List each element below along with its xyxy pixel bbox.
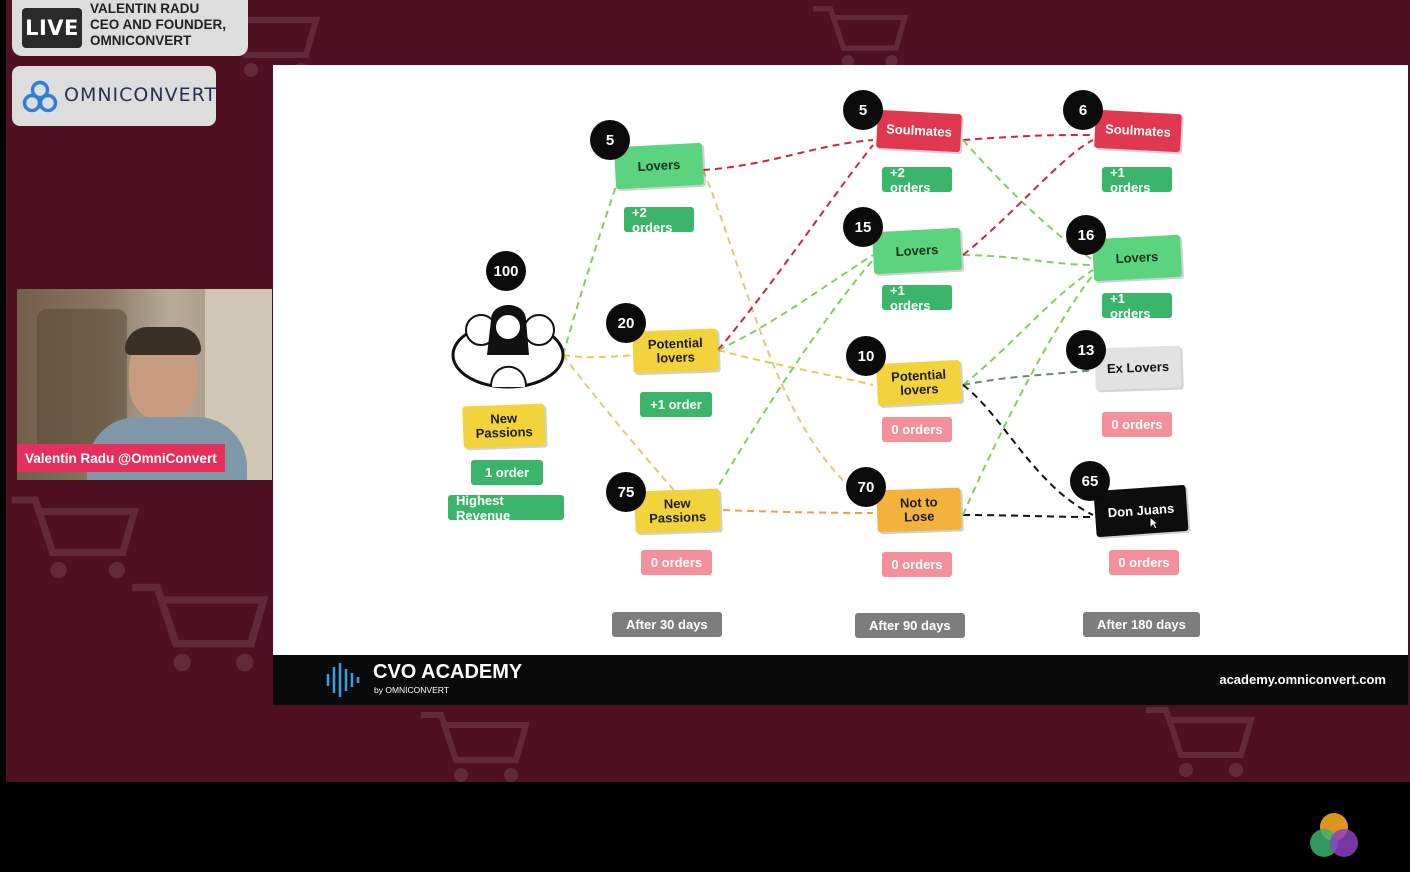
cart-pattern-icon [421, 712, 530, 782]
segment-card-nottolose-90: Not to Lose [876, 487, 962, 533]
orders-pill-soulmates-180: +1 orders [1102, 165, 1172, 195]
segment-card-newpassions-30: New Passions [634, 488, 721, 534]
connector-line [562, 354, 644, 359]
customer-flow-connections [562, 134, 1094, 518]
live-presenter-card: LIVE VALENTIN RADU CEO AND FOUNDER, OMNI… [12, 0, 248, 56]
connector-line [702, 139, 874, 171]
count-badge-lovers-30: 5 [590, 120, 630, 160]
segment-card-soulmates-180: Soulmates [1094, 109, 1182, 153]
segment-card-lovers-180: Lovers [1091, 234, 1183, 282]
connector-line [717, 349, 874, 386]
presenter-role: CEO AND FOUNDER, [90, 17, 227, 32]
orders-pill-start: 1 order [471, 460, 543, 485]
segment-card-exlovers-180: Ex Lovers [1094, 345, 1182, 391]
segment-label: Soulmates [885, 121, 953, 140]
presenter-webcam: Valentin Radu @OmniConvert [17, 289, 272, 480]
orders-pill-potential-90: 0 orders [882, 417, 952, 442]
academy-title: CVO ACADEMY [373, 661, 523, 683]
orders-pill-soulmates-90: +2 orders [882, 165, 952, 195]
live-badge: LIVE [22, 8, 82, 48]
presenter-title: VALENTIN RADU CEO AND FOUNDER, OMNICONVE… [90, 1, 226, 49]
segment-card-soulmates-90: Soulmates [876, 109, 962, 153]
connector-line [962, 274, 1094, 516]
connector-line [962, 369, 1094, 386]
connector-line [962, 514, 1094, 518]
segment-label: Not to Lose [899, 494, 938, 525]
period-label-30: After 30 days [612, 612, 722, 637]
count-badge-donjuans-180: 65 [1070, 461, 1110, 501]
highest-revenue-tag: Highest Revenue [448, 493, 564, 523]
presenter-hair [125, 327, 201, 355]
connector-line [702, 169, 849, 486]
presenter-company: OMNICONVERT [90, 33, 192, 48]
period-label-180: After 180 days [1083, 612, 1200, 637]
orders-pill-lovers-90: +1 orders [882, 283, 952, 313]
cart-pattern-icon [132, 583, 269, 672]
orders-pill-nottolose-90: 0 orders [882, 552, 952, 577]
orders-pill-lovers-180: +1 orders [1102, 291, 1172, 321]
connector-line [962, 384, 1094, 516]
segment-label: Lovers [1115, 248, 1159, 267]
count-badge-start: 100 [486, 251, 526, 291]
count-badge-exlovers-180: 13 [1066, 330, 1106, 370]
orders-pill-potential-30: +1 order [640, 392, 712, 417]
segment-label: Ex Lovers [1106, 358, 1170, 377]
segment-label: Lovers [637, 156, 681, 175]
segment-card-lovers-90: Lovers [871, 227, 963, 275]
connector-line [962, 269, 1094, 386]
count-badge-lovers-90: 15 [843, 207, 883, 247]
segment-label: Potential lovers [890, 366, 947, 398]
connector-line [962, 139, 1094, 256]
mouse-cursor-icon [1149, 516, 1159, 530]
connector-line [962, 254, 1094, 266]
presentation-slide: 100 New Passions 1 order Highest Revenue… [273, 65, 1408, 705]
connector-line [722, 509, 874, 514]
segment-label: New Passions [475, 410, 534, 441]
segment-card-potential-30: Potential lovers [632, 328, 719, 374]
segment-card-potential-90: Potential lovers [875, 359, 963, 407]
academy-subtitle: by OMNICONVERT [374, 685, 449, 695]
segment-label: New Passions [648, 495, 707, 526]
count-badge-potential-30: 20 [606, 303, 646, 343]
segment-label: Potential lovers [647, 335, 703, 366]
slide-footer: CVO ACADEMY by OMNICONVERT academy.omnic… [273, 655, 1408, 705]
connector-line [717, 144, 874, 351]
brand-logo-card: OMNICONVERT [12, 66, 216, 126]
count-badge-soulmates-180: 6 [1063, 90, 1103, 130]
brand-logo-text: OMNICONVERT [64, 84, 218, 106]
count-badge-potential-90: 10 [846, 336, 886, 376]
segment-label: Don Juans [1107, 500, 1175, 521]
omniconvert-logo-icon [22, 80, 58, 113]
connector-line [562, 354, 679, 496]
customers-illustration-icon [451, 305, 565, 389]
connector-line [717, 254, 874, 351]
cart-pattern-icon [11, 496, 139, 579]
cvo-academy-wave-icon [326, 663, 360, 697]
connector-line [562, 179, 619, 356]
stream-brand-icon [1310, 813, 1358, 857]
orders-pill-exlovers-180: 0 orders [1102, 412, 1172, 437]
count-badge-nottolose-90: 70 [846, 467, 886, 507]
segment-label: Soulmates [1104, 121, 1172, 140]
count-badge-lovers-180: 16 [1066, 215, 1106, 255]
segment-card-donjuans-180: Don Juans [1093, 484, 1189, 538]
count-badge-soulmates-90: 5 [843, 90, 883, 130]
segment-card-new-passions-start: New Passions [462, 403, 546, 449]
cart-pattern-icon [812, 6, 909, 68]
cart-pattern-icon [1146, 707, 1255, 777]
period-label-90: After 90 days [855, 613, 965, 638]
orders-pill-donjuans-180: 0 orders [1109, 550, 1179, 575]
count-badge-newpassions-30: 75 [606, 472, 646, 512]
segment-label: Lovers [895, 241, 939, 260]
academy-url: academy.omniconvert.com [1219, 672, 1386, 687]
orders-pill-lovers-30: +2 orders [624, 205, 694, 235]
webcam-caption: Valentin Radu @OmniConvert [17, 444, 225, 472]
orders-pill-newpassions-30: 0 orders [641, 550, 712, 575]
presenter-name: VALENTIN RADU [90, 1, 200, 16]
connector-line [962, 134, 1094, 141]
connector-line [712, 259, 874, 496]
